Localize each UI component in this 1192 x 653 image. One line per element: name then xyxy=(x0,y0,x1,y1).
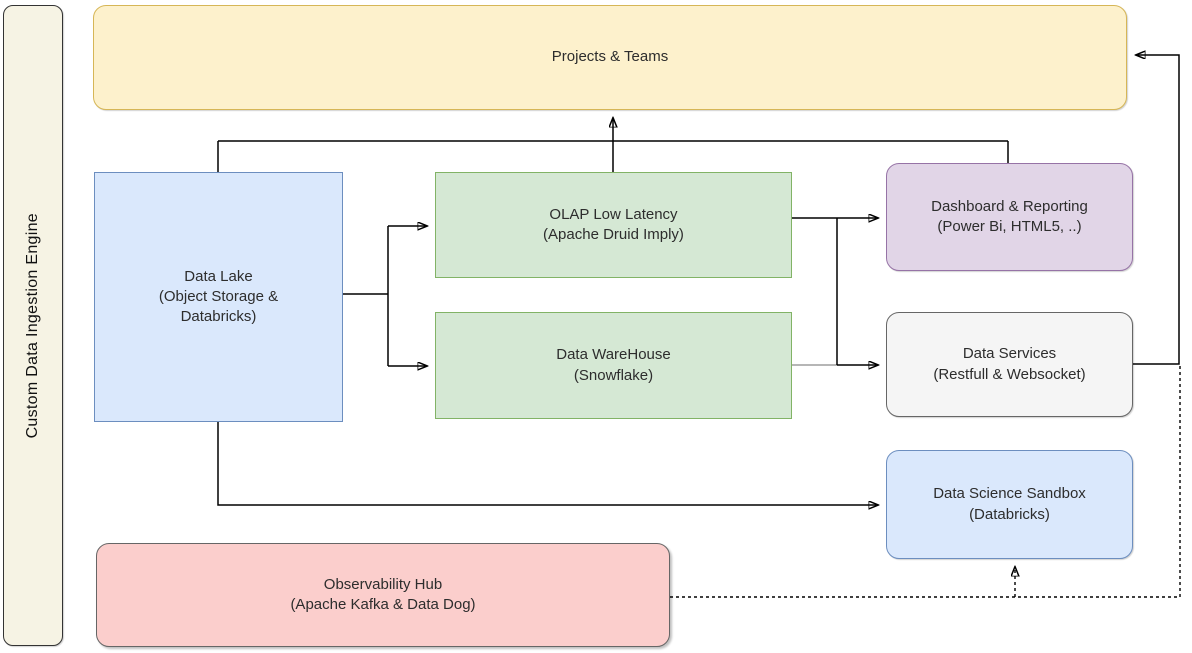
node-label: Databricks) xyxy=(180,308,257,326)
node-olap-low-latency: OLAP Low Latency (Apache Druid Imply) xyxy=(435,172,792,278)
node-label: Data Services xyxy=(962,345,1057,363)
edge-datalake-to-sandbox-arrow xyxy=(217,422,877,505)
node-projects-teams: Projects & Teams xyxy=(93,5,1127,110)
node-label: OLAP Low Latency xyxy=(549,205,678,223)
edge-observability-dashed xyxy=(670,366,1181,598)
node-label: Data WareHouse xyxy=(556,346,671,364)
node-observability-hub: Observability Hub (Apache Kafka & Data D… xyxy=(96,543,670,647)
node-label: Projects & Teams xyxy=(551,48,669,66)
node-label: (Apache Druid Imply) xyxy=(543,226,684,243)
node-data-services: Data Services (Restfull & Websocket) xyxy=(886,312,1133,417)
edge-services-to-projects-arrow xyxy=(1133,55,1180,365)
node-label: (Snowflake) xyxy=(573,366,654,384)
node-label: (Restfull & Websocket) xyxy=(933,365,1086,383)
node-label: Custom Data Ingestion Engine xyxy=(24,212,42,439)
node-label: (Databricks) xyxy=(969,505,1050,523)
node-custom-data-ingestion-engine: Custom Data Ingestion Engine xyxy=(3,5,63,646)
node-label: Data Lake xyxy=(184,267,253,285)
node-data-warehouse: Data WareHouse (Snowflake) xyxy=(435,312,792,419)
node-label: (Power Bi, HTML5, ..) xyxy=(937,218,1082,235)
node-data-science-sandbox: Data Science Sandbox (Databricks) xyxy=(886,450,1133,559)
node-label: Dashboard & Reporting xyxy=(931,197,1088,215)
node-dashboard-reporting: Dashboard & Reporting (Power Bi, HTML5, … xyxy=(886,163,1133,271)
node-data-lake: Data Lake (Object Storage & Databricks) xyxy=(94,172,343,422)
node-label: (Apache Kafka & Data Dog) xyxy=(290,596,476,613)
node-label: (Object Storage & xyxy=(158,287,279,305)
node-label: Data Science Sandbox xyxy=(933,485,1086,503)
node-label: Observability Hub xyxy=(323,575,443,593)
